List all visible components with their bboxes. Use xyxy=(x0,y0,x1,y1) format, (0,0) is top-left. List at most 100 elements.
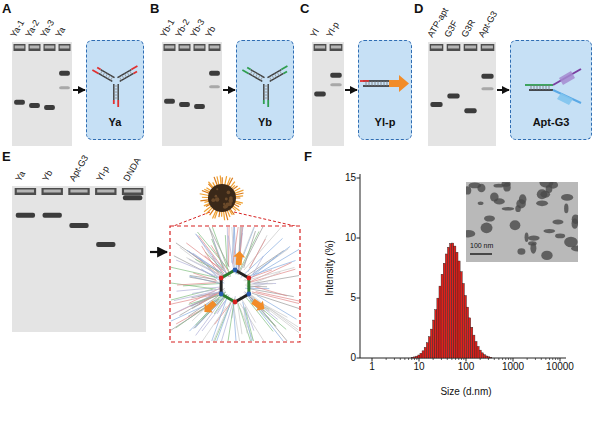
aptamer-arrow xyxy=(233,251,246,266)
histogram-bar xyxy=(435,310,437,358)
zoom-line xyxy=(171,212,210,227)
particle-texture xyxy=(211,198,215,202)
gel-well xyxy=(29,44,41,51)
gel-band xyxy=(314,92,326,97)
axis-title: Size (d.nm) xyxy=(440,387,491,397)
gel-well-inner xyxy=(15,46,25,49)
process-arrow xyxy=(73,89,85,91)
base-pair xyxy=(537,85,538,90)
tick-label: 15 xyxy=(345,173,356,183)
gel-well xyxy=(68,188,89,195)
gel-band xyxy=(96,242,115,247)
tem-particle xyxy=(530,243,536,254)
histogram-bar xyxy=(464,295,466,358)
histogram-bar xyxy=(445,254,447,358)
gel-well xyxy=(447,44,461,51)
axis-title: Intensity (%) xyxy=(325,240,335,296)
histogram-bar xyxy=(437,298,439,358)
structure-box: Yl-p xyxy=(358,40,412,140)
dna-strand xyxy=(243,302,256,341)
major-tick xyxy=(560,358,561,362)
major-tick xyxy=(357,358,361,359)
base-pair xyxy=(264,98,268,99)
dna-strand xyxy=(529,89,553,91)
junction-dot xyxy=(233,300,238,305)
minor-tick xyxy=(433,358,434,360)
sticky-end xyxy=(267,100,269,107)
gel-well xyxy=(164,44,176,51)
gel-well xyxy=(464,44,478,51)
aptamer-arrow xyxy=(249,296,267,314)
major-tick xyxy=(466,358,467,362)
base-pair xyxy=(122,75,124,79)
minor-tick xyxy=(505,358,506,360)
gel-band xyxy=(164,99,175,104)
base-pair xyxy=(375,81,376,86)
base-pair xyxy=(280,71,282,75)
gel-well xyxy=(41,188,62,195)
histogram-bar xyxy=(428,337,430,358)
major-tick xyxy=(372,358,373,362)
base-pair xyxy=(384,81,385,86)
dna-strand xyxy=(190,277,219,282)
base-pair xyxy=(378,81,379,86)
base-pair xyxy=(274,74,276,78)
junction-dot xyxy=(233,268,238,273)
minor-tick xyxy=(451,358,452,360)
nanostructure-illustration xyxy=(150,175,316,369)
gel-well-inner xyxy=(70,190,87,193)
core-strand xyxy=(235,294,249,302)
sticky-end xyxy=(284,71,287,73)
particle-texture xyxy=(223,203,225,205)
base-pair xyxy=(264,86,268,87)
base-pair xyxy=(111,77,113,81)
gel-photo xyxy=(428,42,496,146)
tem-particle xyxy=(537,189,547,199)
base-pair xyxy=(124,74,126,78)
panel-letter: D xyxy=(414,2,423,15)
gel-band xyxy=(14,100,25,105)
gel-band xyxy=(59,86,70,89)
histogram-bar xyxy=(473,335,475,358)
tem-particle xyxy=(493,184,504,188)
minor-tick xyxy=(508,358,509,360)
particle-texture xyxy=(215,197,219,201)
gel-well xyxy=(179,44,191,51)
tick-label: 10 xyxy=(413,362,424,372)
core-strand xyxy=(221,270,235,278)
minor-tick xyxy=(458,358,459,360)
histogram-bar xyxy=(462,283,464,358)
base-pair xyxy=(381,81,382,86)
histogram-bar xyxy=(456,252,458,358)
sticky-end xyxy=(360,80,369,82)
structure-box: Ya xyxy=(86,40,144,140)
minor-tick xyxy=(527,358,528,360)
base-pair xyxy=(269,77,271,81)
tick-label: 10000 xyxy=(546,362,574,372)
gel-well-inner xyxy=(17,190,34,193)
base-pair xyxy=(261,77,263,81)
tem-particle xyxy=(466,230,475,237)
particle-texture xyxy=(225,204,228,207)
dna-strand xyxy=(247,288,294,296)
sticky-end xyxy=(242,70,248,74)
histogram-bar xyxy=(477,346,479,358)
tem-particle xyxy=(515,205,521,212)
tick-label: 10 xyxy=(345,233,356,243)
scale-label: 100 nm xyxy=(470,242,493,249)
junction-dot xyxy=(246,292,251,297)
figure-part xyxy=(242,66,287,107)
network-zoom xyxy=(171,227,299,341)
minor-tick xyxy=(461,358,462,360)
base-pair xyxy=(366,81,367,86)
base-pair xyxy=(114,92,118,93)
sticky-end xyxy=(117,100,119,107)
minor-tick xyxy=(502,358,503,360)
lane-label: Yb xyxy=(41,169,54,183)
minor-tick xyxy=(455,358,456,360)
minor-tick xyxy=(545,358,546,360)
panel-letter: A xyxy=(2,2,11,15)
gel-band xyxy=(44,105,55,110)
dna-strand xyxy=(238,227,267,275)
